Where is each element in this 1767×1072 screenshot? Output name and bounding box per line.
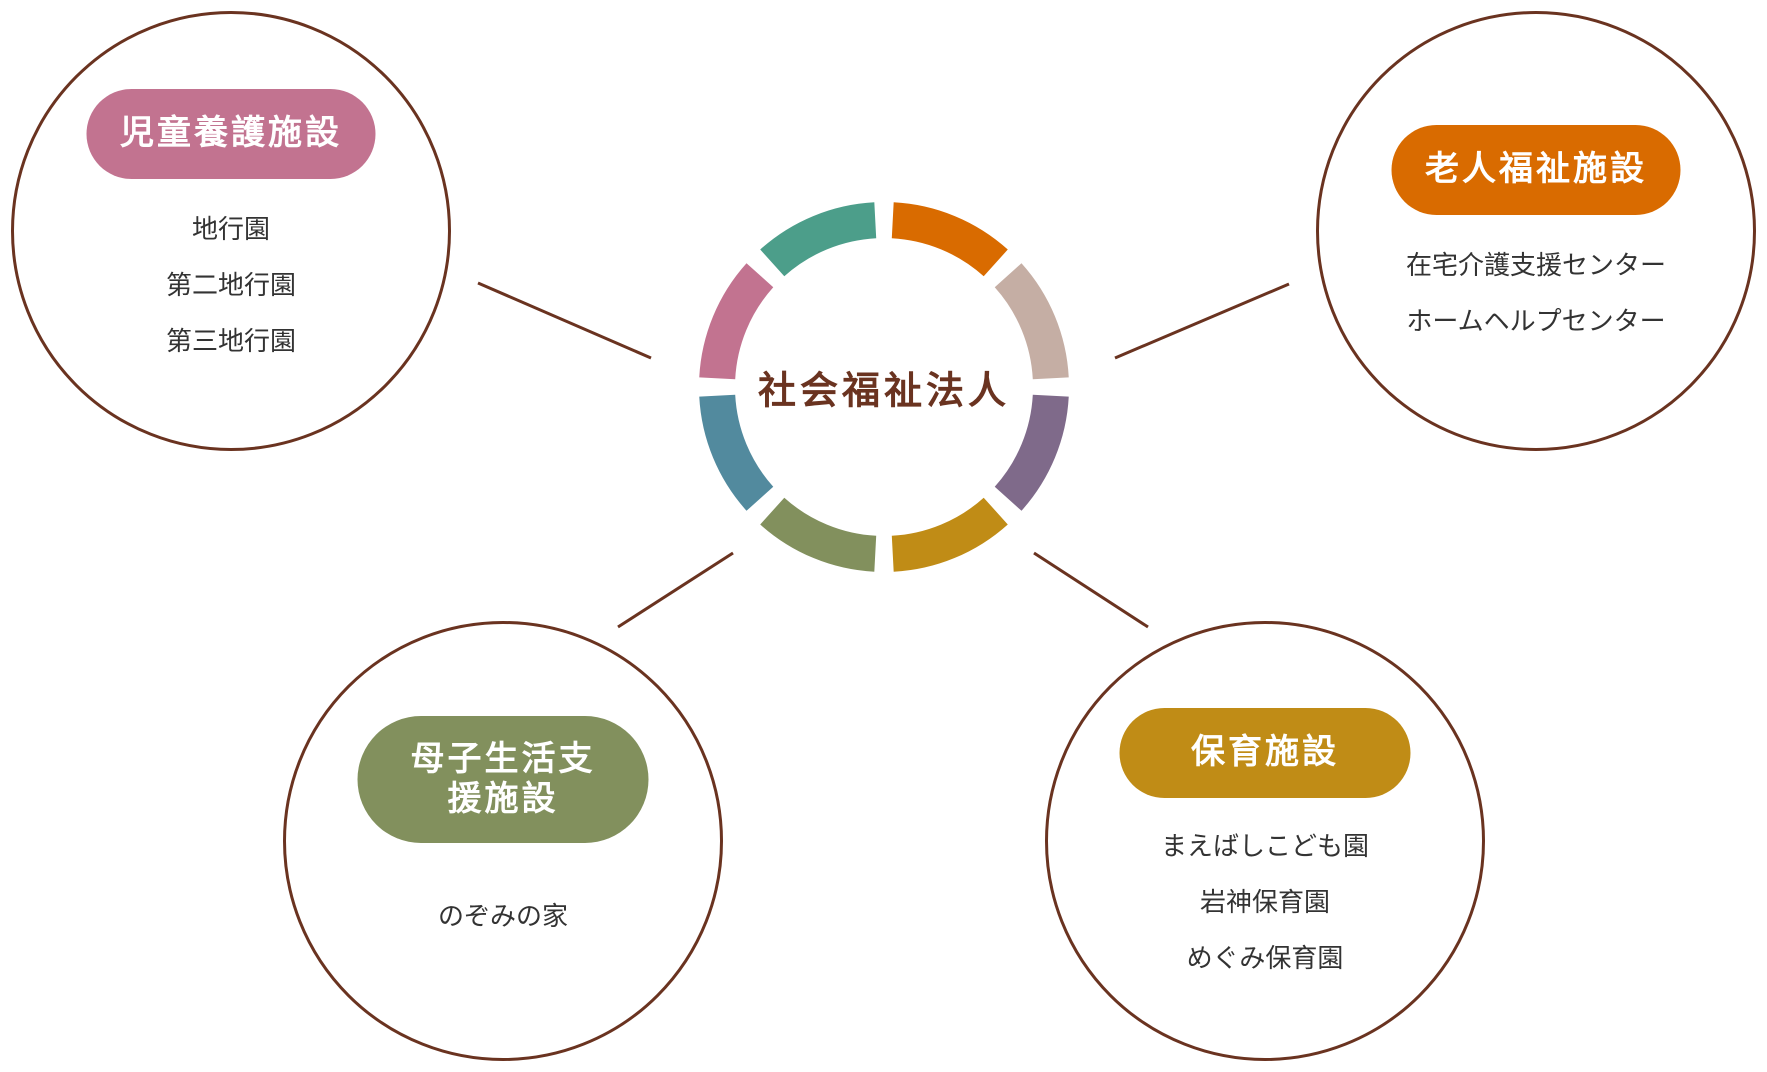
facility-item: 第二地行園	[165, 271, 296, 301]
group-title-nursery: 保育施設	[1119, 708, 1411, 798]
facility-item: ホームヘルプセンター	[1406, 307, 1666, 337]
group-circle-mother-child: 母子生活支援施設 のぞみの家	[283, 621, 723, 1061]
group-title-mother-child: 母子生活支援施設	[357, 716, 649, 843]
facility-item: 第三地行園	[165, 327, 296, 357]
facility-item: めぐみ保育園	[1186, 944, 1344, 974]
ring-segment	[891, 497, 1008, 572]
group-circle-children: 児童養護施設 地行園 第二地行園 第三地行園	[11, 11, 451, 451]
ring-segment	[994, 263, 1069, 380]
ring-segment	[891, 202, 1008, 277]
facility-item: 在宅介護支援センター	[1405, 251, 1666, 281]
center-ring	[699, 202, 1069, 572]
ring-segment	[994, 394, 1069, 511]
group-circle-nursery: 保育施設 まえばしこども園 岩神保育園 めぐみ保育園	[1045, 621, 1485, 1061]
connector-line-nursery	[1033, 551, 1149, 629]
connector-line-children	[477, 281, 652, 360]
facility-item: 岩神保育園	[1199, 888, 1330, 918]
ring-segment	[760, 202, 877, 277]
facility-item: 地行園	[191, 215, 270, 245]
ring-segment	[699, 394, 774, 511]
ring-segment	[760, 497, 877, 572]
group-title-elderly: 老人福祉施設	[1391, 125, 1681, 215]
group-circle-elderly: 老人福祉施設 在宅介護支援センター ホームヘルプセンター	[1316, 11, 1756, 451]
connector-line-mother-child	[617, 551, 734, 629]
connector-line-elderly	[1114, 282, 1290, 360]
facility-item: のぞみの家	[437, 902, 568, 932]
group-title-children: 児童養護施設	[86, 89, 376, 179]
ring-segment	[699, 263, 774, 380]
facility-item: まえばしこども園	[1160, 832, 1369, 862]
center-label: 社会福祉法人	[757, 368, 1011, 413]
